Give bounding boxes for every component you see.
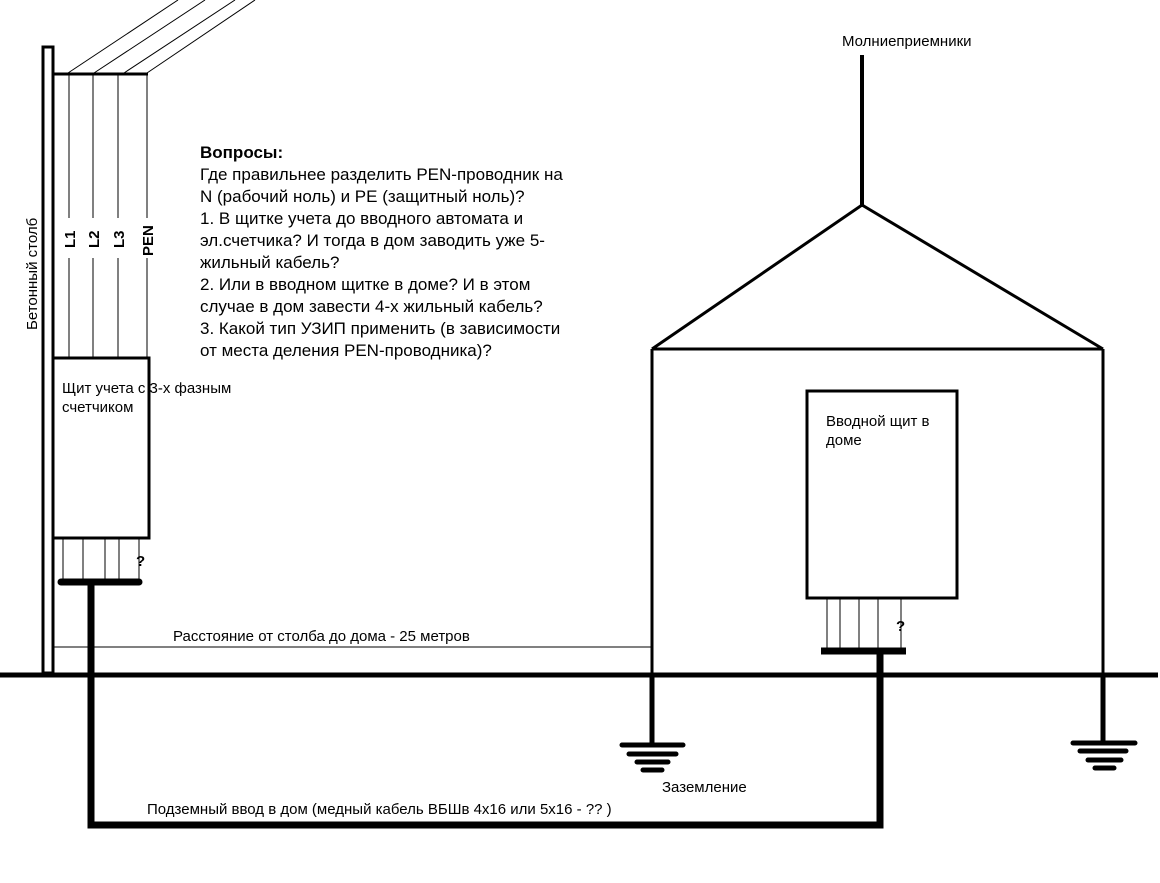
question-line: 1. В щитке учета до вводного автомата и (200, 209, 523, 228)
meter-question-mark: ? (136, 553, 145, 570)
questions-block: Вопросы: Где правильнее разделить PEN-пр… (200, 143, 563, 360)
question-line: жильный кабель? (200, 253, 339, 272)
meter-panel (51, 356, 151, 540)
underground-cable-label: Подземный ввод в дом (медный кабель ВБШв… (147, 801, 612, 818)
question-line: Где правильнее разделить PEN-проводник н… (200, 165, 563, 184)
question-line: 2. Или в вводном щитке в доме? И в этом (200, 275, 530, 294)
meter-output-wires (62, 538, 140, 580)
distance-label: Расстояние от столба до дома - 25 метров (173, 628, 470, 645)
grounding-label: Заземление (662, 779, 747, 796)
ground-icon (619, 675, 686, 773)
overhead-wires (67, 0, 256, 74)
meter-panel-label-2: счетчиком (62, 399, 133, 416)
wire-labels: L1 L2 L3 PEN (62, 218, 157, 258)
question-line: N (рабочий ноль) и PE (защитный ноль)? (200, 187, 525, 206)
question-line: 3. Какой тип УЗИП применить (в зависимос… (200, 319, 560, 338)
lightning-rods-label: Молниеприемники (842, 33, 972, 50)
house-panel-label-1: Вводной щит в (826, 413, 930, 430)
wire-label-l2: L2 (86, 230, 103, 248)
question-line: случае в дом завести 4-х жильный кабель? (200, 297, 543, 316)
question-line: эл.счетчика? И тогда в дом заводить уже … (200, 231, 545, 250)
wire-label-l1: L1 (62, 230, 79, 248)
pole-label: Бетонный столб (24, 218, 41, 330)
house-panel (805, 389, 959, 600)
house-panel-wires (826, 598, 902, 648)
wire-label-pen: PEN (140, 225, 157, 256)
wire-label-l3: L3 (111, 230, 128, 248)
ground-icon (1070, 675, 1138, 771)
questions-title: Вопросы: (200, 143, 283, 162)
riser-wires (68, 74, 148, 358)
underground-cable (87, 582, 884, 829)
meter-panel-label-1: Щит учета с 3-х фазным (62, 380, 231, 397)
question-line: от места деления PEN-проводника)? (200, 341, 492, 360)
house-question-mark: ? (896, 618, 905, 635)
house-panel-label-2: доме (826, 432, 862, 449)
